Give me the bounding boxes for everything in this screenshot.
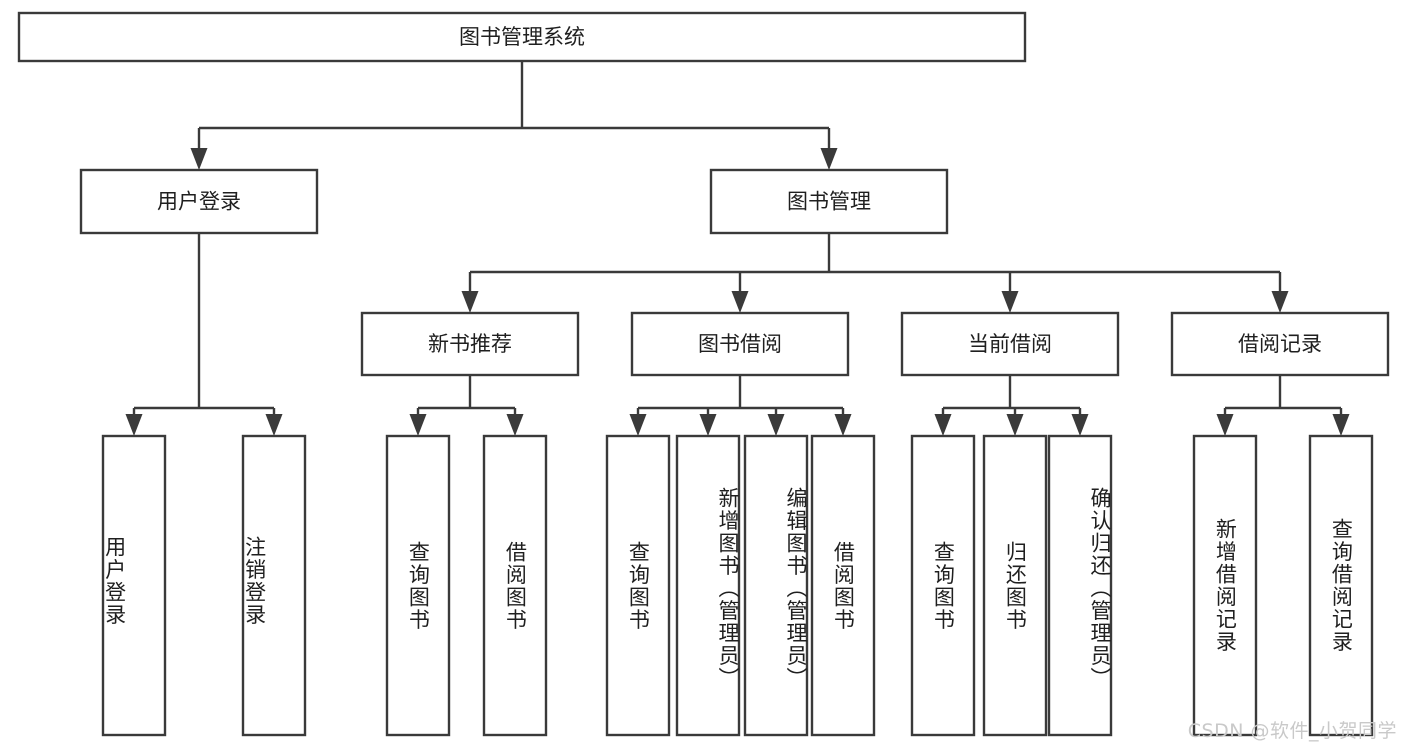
arrow-head-leaf-edit-book-admin — [767, 414, 785, 436]
node-box-leaf-query-book-rec[interactable] — [385, 434, 451, 737]
node-box-leaf-user-logout[interactable] — [241, 434, 307, 737]
arrow-head-book-management — [820, 148, 838, 170]
node-label-book-management: 图书管理 — [787, 190, 871, 214]
arrow-head-leaf-add-borrow-record — [1216, 414, 1234, 436]
node-box-leaf-borrow-book[interactable] — [810, 434, 876, 737]
arrow-head-leaf-add-book-admin — [699, 414, 717, 436]
arrow-head-leaf-return-book — [1006, 414, 1024, 436]
node-box-layer — [17, 11, 1390, 737]
arrow-head-leaf-confirm-return-admin — [1071, 414, 1089, 436]
node-box-book-management[interactable] — [709, 168, 949, 235]
arrow-head-leaf-query-borrow-record — [1332, 414, 1350, 436]
arrow-head-leaf-user-logout — [265, 414, 283, 436]
arrow-head-current-borrow — [1001, 291, 1019, 313]
arrow-head-leaf-user-login — [125, 414, 143, 436]
node-box-leaf-return-book[interactable] — [982, 434, 1048, 737]
arrow-head-leaf-borrow-book-rec — [506, 414, 524, 436]
node-box-leaf-edit-book-admin[interactable] — [743, 434, 809, 737]
node-label-book-borrow: 图书借阅 — [698, 332, 782, 356]
node-box-leaf-query-borrow-record[interactable] — [1308, 434, 1374, 737]
node-box-borrow-record[interactable] — [1170, 311, 1390, 377]
node-box-leaf-add-book-admin[interactable] — [675, 434, 741, 737]
node-box-book-borrow[interactable] — [630, 311, 850, 377]
arrow-head-leaf-query-book-rec — [409, 414, 427, 436]
node-box-user-login[interactable] — [79, 168, 319, 235]
csdn-watermark: CSDN @软件_小贺同学 — [1187, 720, 1397, 742]
node-box-leaf-query-book-current[interactable] — [910, 434, 976, 737]
arrow-head-leaf-query-book-current — [934, 414, 952, 436]
node-box-leaf-query-book-borrow[interactable] — [605, 434, 671, 737]
connector-layer — [125, 61, 1350, 436]
node-box-leaf-confirm-return-admin[interactable] — [1047, 434, 1113, 737]
node-box-root[interactable] — [17, 11, 1027, 63]
node-label-borrow-record: 借阅记录 — [1238, 332, 1322, 356]
node-box-leaf-user-login[interactable] — [101, 434, 167, 737]
arrow-head-borrow-record — [1271, 291, 1289, 313]
arrow-head-leaf-query-book-borrow — [629, 414, 647, 436]
arrow-head-user-login — [190, 148, 208, 170]
node-box-leaf-add-borrow-record[interactable] — [1192, 434, 1258, 737]
arrow-head-leaf-borrow-book — [834, 414, 852, 436]
node-label-user-login: 用户登录 — [157, 190, 241, 214]
node-box-current-borrow[interactable] — [900, 311, 1120, 377]
arrow-head-new-book-recommend — [461, 291, 479, 313]
node-label-new-book-recommend: 新书推荐 — [428, 332, 512, 356]
arrow-head-book-borrow — [731, 291, 749, 313]
node-label-root: 图书管理系统 — [459, 25, 585, 49]
node-box-leaf-borrow-book-rec[interactable] — [482, 434, 548, 737]
node-label-current-borrow: 当前借阅 — [968, 332, 1052, 356]
node-box-new-book-recommend[interactable] — [360, 311, 580, 377]
